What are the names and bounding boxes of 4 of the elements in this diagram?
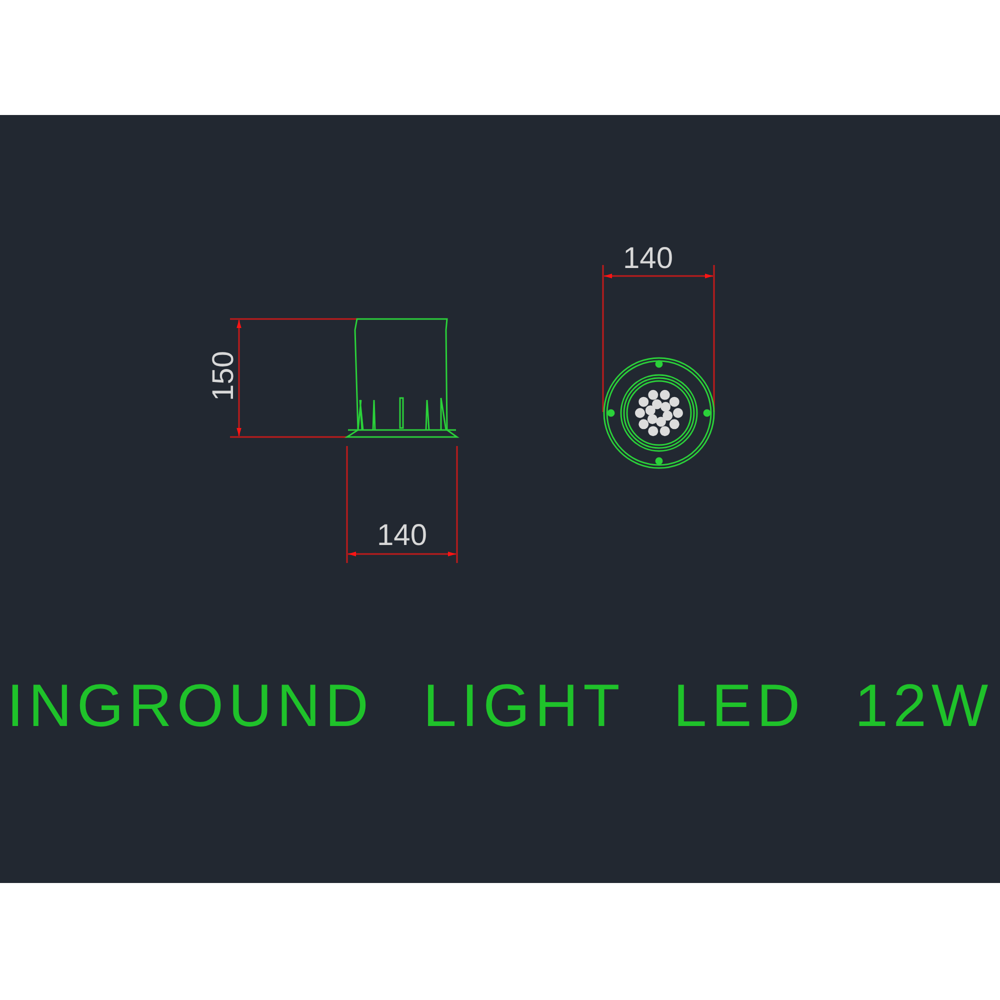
dimension-label: 140 xyxy=(623,244,674,274)
title: INGROUND LIGHT LED 12W xyxy=(6,676,994,736)
dimension-label: 140 xyxy=(377,521,428,551)
dimension-label: 150 xyxy=(209,350,240,402)
